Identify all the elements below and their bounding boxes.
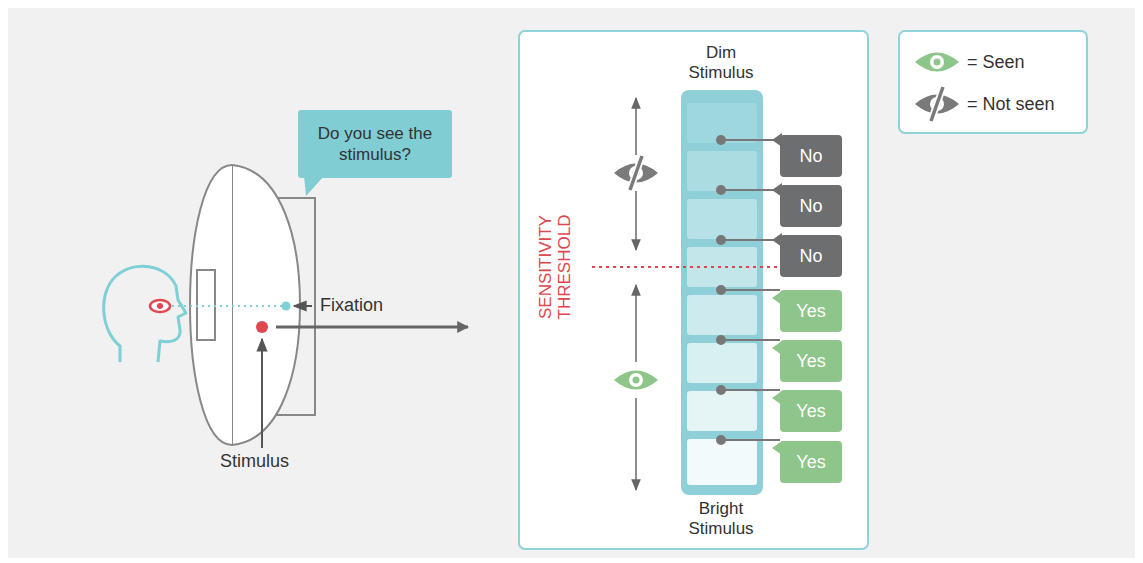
- bowl: [232, 165, 300, 445]
- stimulus-dot: [256, 321, 268, 333]
- no-box: No: [780, 185, 842, 227]
- question-text: Do you see the stimulus?: [308, 123, 442, 165]
- response-text: No: [799, 196, 822, 217]
- big-arrow: [276, 326, 468, 329]
- legend-text: = Seen: [967, 51, 1025, 73]
- seen-icon: [614, 371, 658, 390]
- yes-box: Yes: [780, 290, 842, 332]
- stimulus-column: [681, 90, 763, 495]
- threshold-label: SENSITIVITY THRESHOLD: [536, 208, 574, 326]
- ground: [8, 8, 1135, 558]
- no-box: No: [780, 135, 842, 177]
- stimulus-leader: [261, 339, 263, 448]
- seen-icon: [915, 53, 959, 72]
- response-text: Yes: [796, 452, 825, 473]
- response-text: Yes: [796, 401, 825, 422]
- icon-patch: [608, 362, 664, 398]
- not-seen-icon: [614, 156, 658, 190]
- response-text: Yes: [796, 351, 825, 372]
- stimulus-label: Stimulus: [220, 452, 289, 471]
- head: [104, 266, 186, 362]
- response-text: No: [799, 246, 822, 267]
- legend-text: = Not seen: [967, 93, 1055, 115]
- eye-pupil: [157, 303, 163, 309]
- not-seen-icon: [915, 87, 959, 121]
- bubble-pointer: [304, 176, 324, 196]
- column-cells: [687, 103, 757, 485]
- yes-box: Yes: [780, 340, 842, 382]
- fixation-leader: [294, 305, 312, 307]
- response-text: No: [799, 146, 822, 167]
- fixation-dot: [282, 302, 291, 311]
- chin-rest: [197, 270, 215, 340]
- eye: [150, 300, 170, 312]
- response-text: Yes: [796, 301, 825, 322]
- panel: [519, 31, 868, 549]
- yes-box: Yes: [780, 441, 842, 483]
- response-leaders: [721, 140, 780, 440]
- legend-box: [899, 31, 1087, 133]
- no-box: No: [780, 235, 842, 277]
- dim-label: Dim Stimulus: [671, 43, 771, 83]
- icon-patch: [608, 155, 664, 191]
- gaze-line: [172, 305, 282, 307]
- speech-bubble: Do you see the stimulus?: [298, 110, 452, 178]
- fixation-label: Fixation: [320, 296, 383, 315]
- bright-label: Bright Stimulus: [671, 499, 771, 539]
- response-dots: [716, 135, 726, 445]
- yes-box: Yes: [780, 390, 842, 432]
